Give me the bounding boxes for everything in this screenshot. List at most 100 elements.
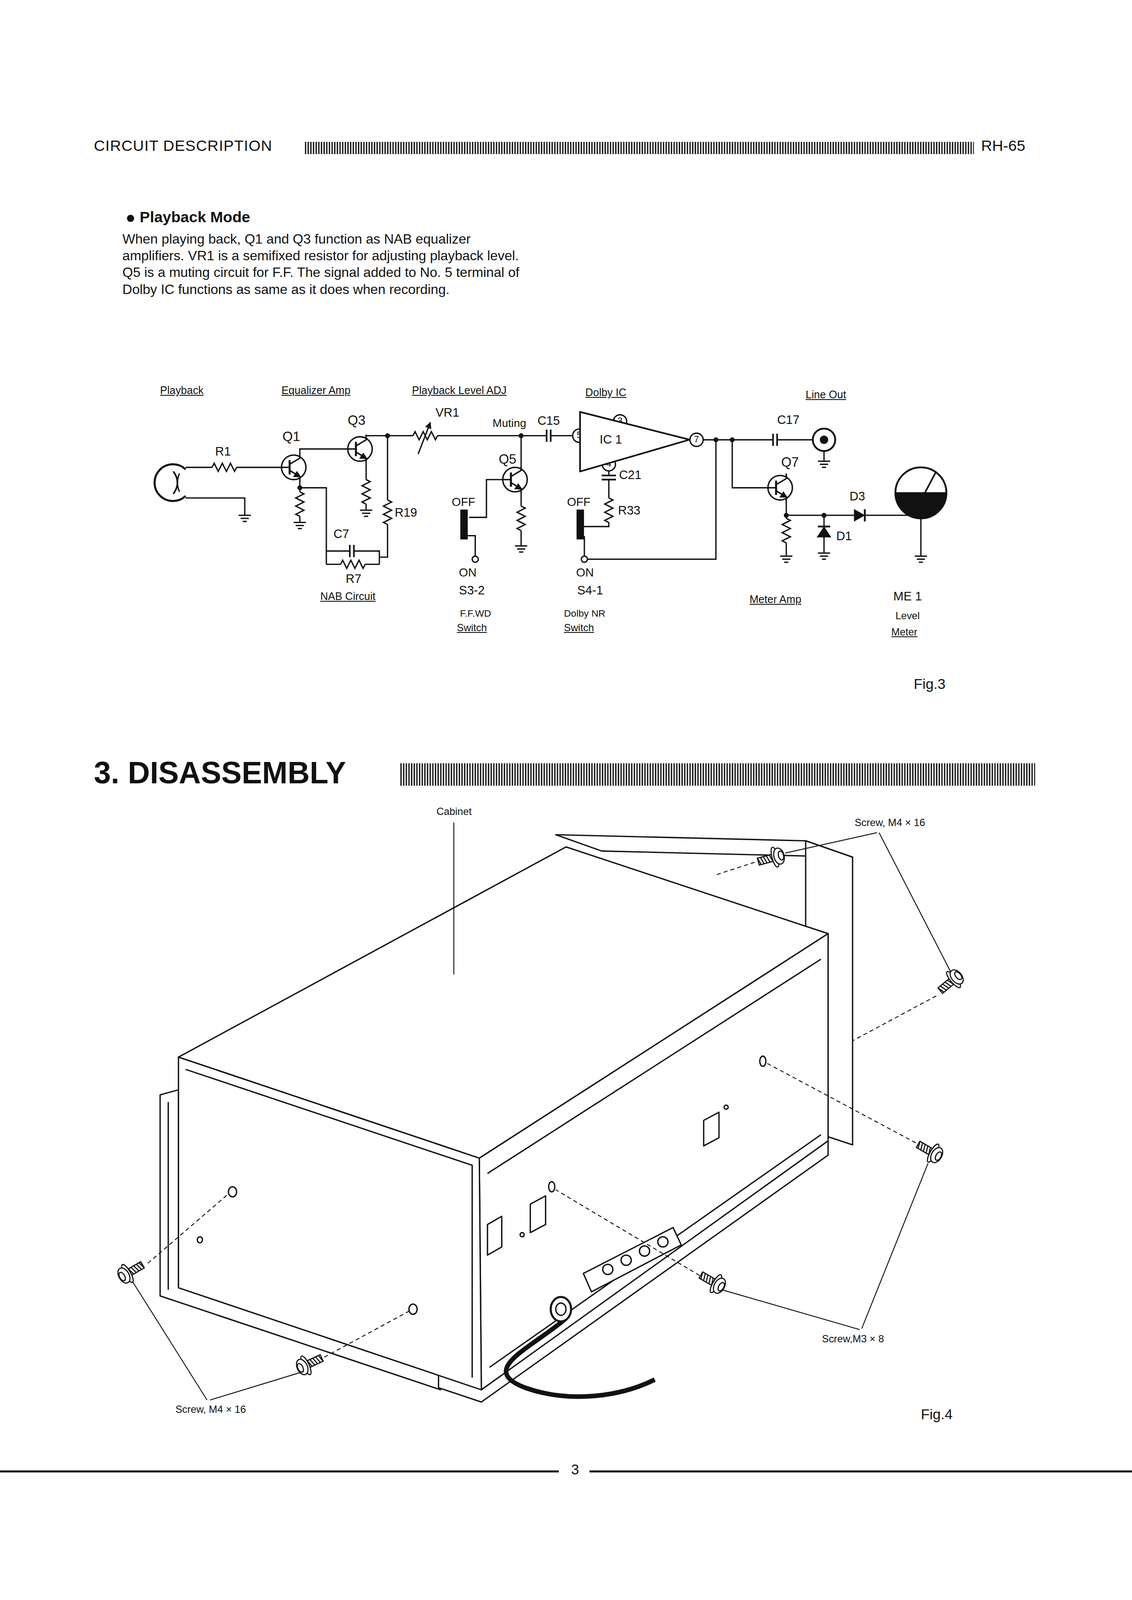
switch-position: OFF — [566, 495, 591, 509]
part-name: Level — [895, 609, 920, 622]
schematic — [379, 524, 388, 557]
cabinet-drawing — [657, 1236, 669, 1247]
leader-line — [132, 822, 951, 1400]
schematic — [820, 436, 828, 444]
screw-drawing — [912, 1134, 947, 1166]
screw-path — [713, 862, 755, 876]
cabinet-drawing — [479, 933, 828, 1390]
leader-line — [721, 1289, 860, 1329]
screw-drawing — [114, 1255, 148, 1287]
screw-path — [766, 1062, 916, 1143]
screw-path — [147, 1193, 229, 1263]
schematic — [460, 510, 467, 539]
schematic — [823, 536, 825, 553]
part-label: C15 — [537, 413, 561, 428]
part-label: D1 — [836, 529, 853, 543]
part-label: C7 — [333, 527, 350, 541]
ic-triangle: IC 1 — [579, 410, 691, 473]
part-label: C17 — [777, 413, 800, 427]
schematic — [418, 422, 431, 455]
head-symbol — [177, 473, 180, 492]
schematic — [212, 463, 237, 472]
schematic — [362, 479, 371, 504]
schematic — [502, 465, 528, 494]
schematic — [714, 437, 719, 442]
screw-path — [147, 862, 936, 1357]
schematic — [768, 473, 793, 502]
cabinet-drawing — [724, 1104, 729, 1109]
head-symbol — [154, 463, 186, 501]
schematic — [773, 433, 778, 446]
cabinet-drawing — [487, 1215, 502, 1255]
leader-line — [785, 832, 877, 853]
schematic — [326, 550, 350, 552]
part-label: Q3 — [347, 413, 366, 428]
block-heading: Equalizer Amp — [281, 384, 351, 397]
schematic — [437, 434, 547, 437]
part-label: R1 — [215, 444, 232, 459]
bullet — [126, 214, 135, 223]
cabinet-drawing — [487, 958, 822, 1173]
switch-name: Switch — [563, 621, 594, 634]
schematic — [520, 530, 522, 546]
body-text: When playing back, Q1 and Q3 function as… — [122, 230, 531, 298]
leader-line — [132, 1281, 207, 1400]
schematic — [782, 518, 791, 543]
part-label: R19 — [394, 505, 418, 520]
schematic — [914, 555, 927, 562]
section-rule — [399, 762, 1036, 786]
schematic — [583, 522, 610, 527]
signal-label: Muting — [492, 416, 527, 430]
schematic — [777, 439, 813, 441]
schematic — [515, 545, 528, 552]
schematic — [786, 514, 855, 516]
screw-path — [555, 1189, 700, 1276]
block-heading: Playback Level ADJ — [412, 384, 507, 397]
screw-drawing — [695, 1265, 730, 1297]
schematic — [516, 505, 525, 531]
part-callout: Screw,M3 × 8 — [821, 1332, 884, 1344]
part-callout: Screw, M4 × 16 — [854, 816, 926, 828]
switch-name: Switch — [457, 621, 487, 634]
schematic — [583, 536, 585, 556]
cabinet-drawing — [489, 1134, 822, 1367]
level-meter-symbol — [895, 467, 947, 519]
cabinet-drawing — [530, 1195, 546, 1232]
section-heading: Playback Mode — [139, 208, 251, 226]
footer-rule — [0, 1469, 1132, 1473]
schematic — [818, 525, 831, 528]
block-heading: Meter Amp — [749, 593, 802, 606]
cabinet-drawing — [703, 1111, 719, 1146]
schematic — [601, 475, 616, 480]
cabinet-drawing — [228, 1186, 237, 1197]
part-callout: Cabinet — [436, 805, 472, 817]
part-label: D3 — [849, 489, 866, 504]
schematic — [689, 433, 704, 447]
section-heading: 3. DISASSEMBLY — [93, 755, 347, 790]
schematic — [732, 439, 769, 488]
schematic — [608, 479, 610, 498]
cabinet-drawing — [185, 1068, 473, 1377]
page-number: 3 — [571, 1461, 580, 1478]
header-rule — [303, 141, 974, 155]
schematic — [360, 510, 373, 517]
part-label: R7 — [345, 571, 362, 586]
switch-name: Dolby NR — [563, 607, 606, 619]
ic-outline — [580, 411, 690, 472]
model-number: RH-65 — [981, 137, 1026, 155]
schematic — [818, 527, 831, 537]
cabinet-drawing — [408, 1303, 417, 1314]
cabinet-drawing — [639, 1245, 650, 1256]
schematic — [785, 542, 787, 556]
schematic — [349, 544, 355, 558]
schematic — [818, 460, 831, 467]
schematic — [299, 487, 327, 564]
schematic — [299, 448, 348, 454]
cabinet-drawing — [167, 1101, 169, 1290]
schematic — [295, 491, 304, 517]
leader-line — [210, 1370, 305, 1400]
cabinet-drawing — [548, 1181, 555, 1192]
cabinet-drawing — [197, 1236, 203, 1243]
leader-line — [453, 822, 455, 975]
